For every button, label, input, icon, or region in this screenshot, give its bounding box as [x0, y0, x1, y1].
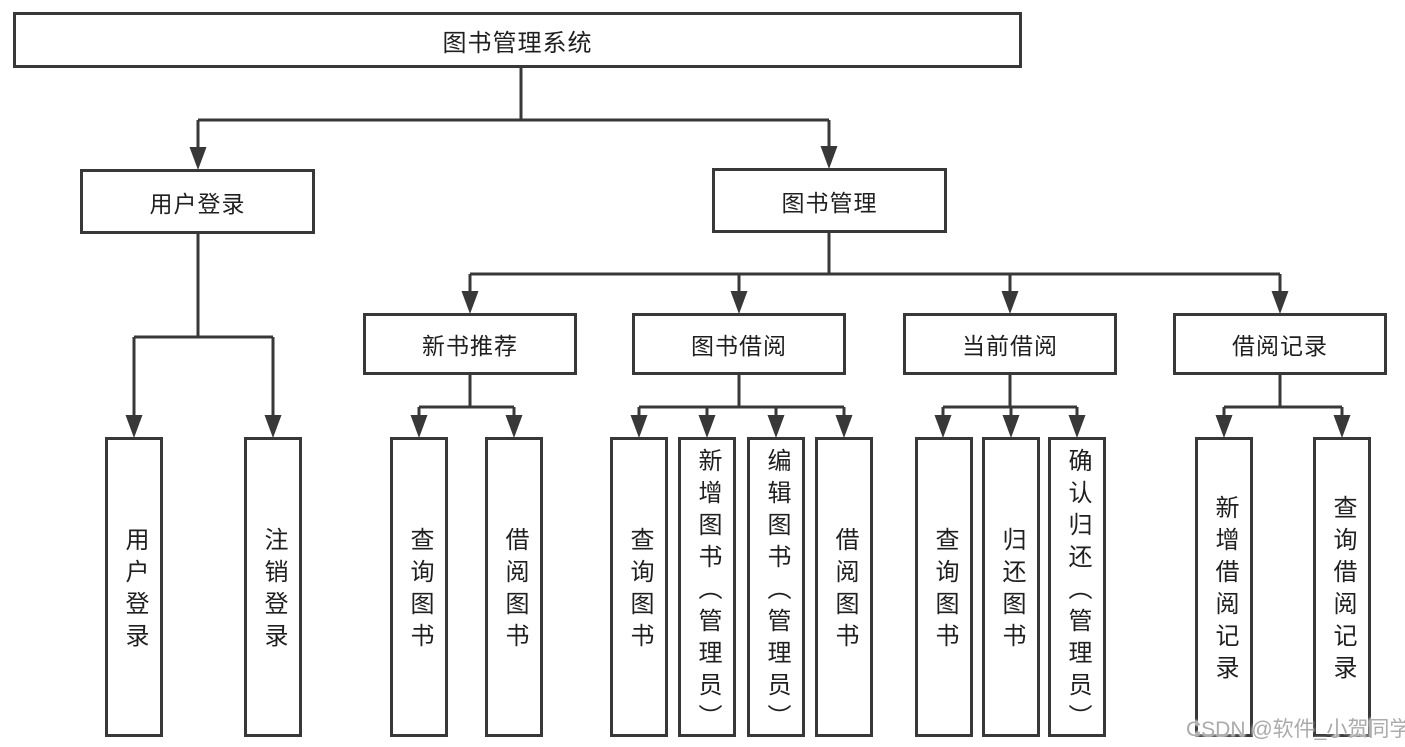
- leaf-query-books-current: 查询图书: [915, 437, 973, 737]
- csdn-watermark: CSDN @软件_小贺同学: [1186, 718, 1405, 741]
- arrowhead-icon: [264, 415, 282, 438]
- node-library-management-system: 图书管理系统: [13, 12, 1022, 68]
- leaf-label: 查询图书: [626, 527, 653, 655]
- arrowhead-icon: [767, 415, 785, 438]
- leaf-user-login: 用户登录: [105, 437, 163, 737]
- node-borrowing-records: 借阅记录: [1173, 313, 1387, 375]
- arrowhead-icon: [820, 146, 838, 169]
- arrowhead-icon: [505, 415, 523, 438]
- leaf-borrow-books: 借阅图书: [815, 437, 873, 737]
- connector-edges: [132, 68, 1344, 418]
- node-current-borrowing: 当前借阅: [903, 313, 1117, 375]
- leaf-label: 新增图书（管理员）: [694, 448, 721, 736]
- arrowhead-icon: [1271, 291, 1289, 314]
- arrowhead-icon: [410, 415, 428, 438]
- arrowhead-icon: [698, 415, 716, 438]
- leaf-query-books-recommend: 查询图书: [390, 437, 448, 737]
- leaf-label: 查询图书: [406, 527, 433, 655]
- leaf-add-books-admin: 新增图书（管理员）: [678, 437, 736, 737]
- leaf-label: 借阅图书: [831, 527, 858, 655]
- leaf-label: 编辑图书（管理员）: [763, 448, 790, 736]
- leaf-label: 注销登录: [260, 527, 287, 655]
- arrowhead-icon: [1215, 415, 1233, 438]
- connector-arrowheads: [125, 146, 1351, 438]
- leaf-add-borrow-record: 新增借阅记录: [1195, 437, 1253, 737]
- node-book-borrowing: 图书借阅: [632, 313, 846, 375]
- node-label: 图书管理系统: [442, 29, 593, 57]
- leaf-query-books-borrowing: 查询图书: [610, 437, 668, 737]
- arrowhead-icon: [934, 415, 952, 438]
- node-label: 用户登录: [149, 190, 246, 217]
- arrowhead-icon: [730, 291, 748, 314]
- leaf-label: 用户登录: [121, 527, 148, 655]
- arrowhead-icon: [1333, 415, 1351, 438]
- node-new-book-recommendation: 新书推荐: [363, 313, 577, 375]
- leaf-label: 查询图书: [931, 527, 958, 655]
- arrowhead-icon: [461, 291, 479, 314]
- leaf-query-borrow-record: 查询借阅记录: [1313, 437, 1371, 737]
- leaf-edit-books-admin: 编辑图书（管理员）: [747, 437, 805, 737]
- arrowhead-icon: [1068, 415, 1086, 438]
- leaf-label: 归还图书: [998, 527, 1025, 655]
- node-user-login: 用户登录: [80, 169, 315, 234]
- leaf-logout: 注销登录: [244, 437, 302, 737]
- node-label: 借阅记录: [1232, 333, 1328, 359]
- arrowhead-icon: [1002, 415, 1020, 438]
- leaf-label: 确认归还（管理员）: [1064, 448, 1091, 736]
- arrowhead-icon: [1001, 291, 1019, 314]
- arrowhead-icon: [630, 415, 648, 438]
- arrowhead-icon: [125, 415, 143, 438]
- node-label: 当前借阅: [962, 333, 1058, 359]
- leaf-label: 查询借阅记录: [1329, 495, 1356, 687]
- leaf-return-books: 归还图书: [982, 437, 1040, 737]
- leaf-confirm-return-admin: 确认归还（管理员）: [1048, 437, 1106, 737]
- node-label: 新书推荐: [422, 333, 518, 359]
- arrowhead-icon: [835, 415, 853, 438]
- node-label: 图书借阅: [691, 333, 787, 359]
- arrowhead-icon: [189, 147, 207, 170]
- leaf-borrow-books-recommend: 借阅图书: [485, 437, 543, 737]
- leaf-label: 新增借阅记录: [1211, 495, 1238, 687]
- node-label: 图书管理: [781, 189, 878, 216]
- node-book-management: 图书管理: [712, 168, 947, 233]
- leaf-label: 借阅图书: [501, 527, 528, 655]
